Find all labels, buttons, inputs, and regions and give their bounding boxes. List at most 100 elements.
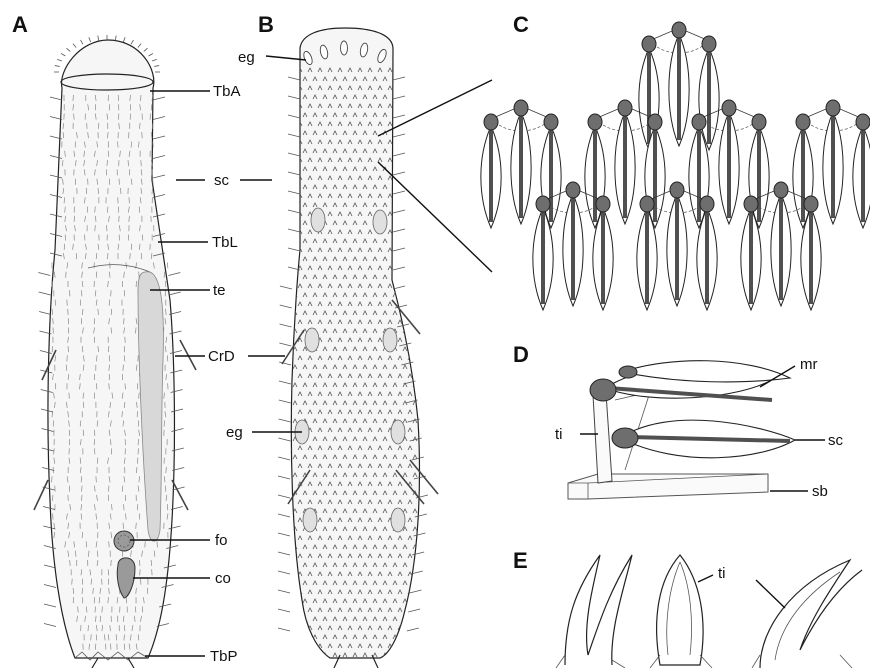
scale-mark [293,275,297,279]
gland [305,328,319,352]
scale-mark [408,122,412,126]
spine-right [153,117,165,120]
scale-head [692,114,706,130]
scale-mark [403,221,407,225]
spine-right [169,292,181,295]
scale-mark [413,77,417,81]
spine-right [393,210,405,213]
spine-left [288,134,300,137]
scale-mark [398,68,402,72]
spine-right [393,134,405,137]
head-spike [66,48,70,51]
scale-mark [393,185,397,189]
spine-right [393,153,405,156]
scale-head [566,182,580,198]
spine-hook [760,560,862,668]
spine-right [408,609,420,612]
scale-unit [615,100,635,224]
spine-left [279,362,291,365]
spine-left [280,324,292,327]
scale-mark [403,167,407,171]
spine-left [278,457,290,460]
scale-mark [413,635,417,639]
scale-unit [669,22,689,146]
scale-head [536,196,550,212]
panel-a: A TbA sc TbL te CrD [12,12,285,668]
spine-right [407,628,419,631]
long-spine [180,340,196,370]
label-sc: sc [214,172,230,189]
scale-mark [413,617,417,621]
leader-ti-e-b [756,580,785,608]
scale-head [752,114,766,130]
head-spike [73,44,76,48]
scale-mark [288,338,292,342]
scale-mark [403,635,407,639]
scale-mark [408,338,412,342]
scale-mark [403,653,407,657]
scale-mark [298,644,302,648]
scale-head [596,196,610,212]
head-spike [152,59,157,61]
long-spine [172,480,188,510]
scale-mark [408,140,412,144]
scale-mark [403,95,407,99]
scale-mark [288,230,292,234]
panel-b: B eg eg [226,12,492,668]
scale-mark [413,275,417,279]
spine-right [153,175,165,178]
scale-head [722,100,736,116]
zoom-line-upper [378,80,492,136]
label-sb: sb [812,483,828,500]
scale-mark [303,653,307,657]
scale-mark [398,140,402,144]
gland [391,420,405,444]
scale-mark [413,239,417,243]
scale-mark [408,158,412,162]
spine-left [280,286,292,289]
gland [373,210,387,234]
panel-d: D mr ti sc sb [513,342,844,500]
zoom-line-lower [378,162,492,272]
scale-head [826,100,840,116]
gland [391,508,405,532]
panel-c: C [481,12,870,310]
spine-left [44,585,56,588]
spine-left [278,438,290,441]
spine-left [44,604,56,607]
label-tba: TbA [213,83,241,100]
label-sc-d: sc [828,432,844,449]
label-crd: CrD [208,348,235,365]
scale-mark [398,158,402,162]
scale-unit [771,182,791,306]
scale-mark [413,95,417,99]
scale-mark [293,221,297,225]
scale-mark [398,86,402,90]
spine-left [288,229,300,232]
scale-mark [403,257,407,261]
long-spine [34,480,48,510]
scale-head [796,114,810,130]
scale-unit [719,100,739,224]
scale-mark [398,176,402,180]
scale-mark [413,185,417,189]
spine-left [278,552,290,555]
fibre-stroke [167,262,168,268]
scale-mark [303,635,307,639]
scale-mark [288,536,292,540]
label-ti-d: ti [555,426,563,443]
spine-left [279,400,291,403]
scale-head [640,196,654,212]
spine-left [278,590,290,593]
scale-mark [398,194,402,198]
scale-head [588,114,602,130]
label-mr: mr [800,356,818,373]
spine-right [393,191,405,194]
scale-mark [393,221,397,225]
label-co: co [215,570,231,587]
scale-mark [393,275,397,279]
scale-mark [413,581,417,585]
head-spike [57,59,62,61]
head-spike [154,66,159,67]
